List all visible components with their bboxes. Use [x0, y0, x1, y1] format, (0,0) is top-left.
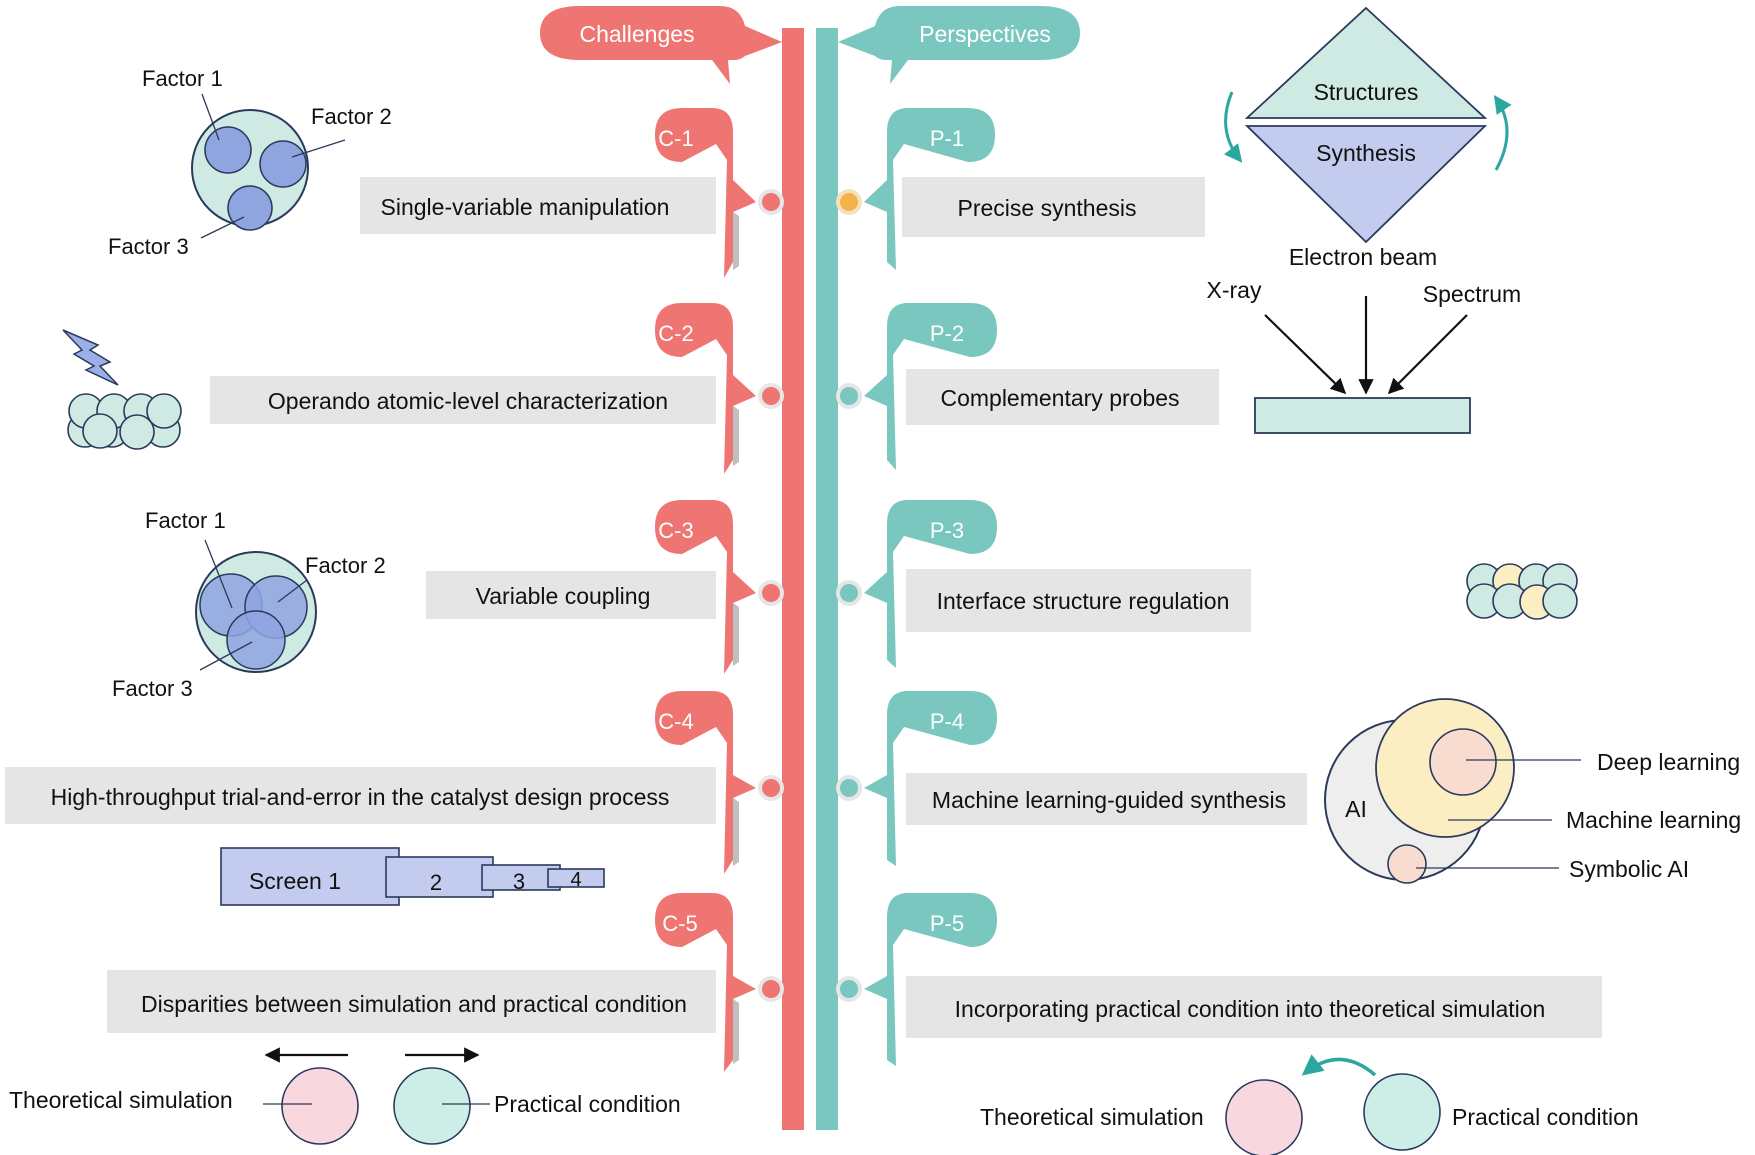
diamond-synthesis-label: Synthesis [1316, 140, 1416, 166]
perspective-code-2: P-2 [930, 321, 964, 346]
left-theory-label: Theoretical simulation [9, 1087, 233, 1113]
perspective-text-1: Precise synthesis [958, 195, 1137, 221]
screens-illustration: Screen 1 2 3 4 [220, 847, 605, 906]
right-practice-label: Practical condition [1452, 1104, 1639, 1130]
challenge-box-4 [5, 767, 716, 824]
left-practice-label: Practical condition [494, 1091, 681, 1117]
perspectives-banner: Perspectives [838, 6, 1080, 84]
cycle-arrow-left-icon [1223, 91, 1243, 163]
probe-electron-label: Electron beam [1289, 244, 1437, 270]
separate-factor2-label: Factor 2 [311, 104, 392, 129]
perspectives-timeline-bar [816, 28, 838, 1130]
coupled-factors-illustration: Factor 1 Factor 2 Factor 3 [112, 508, 386, 701]
perspective-box-1 [902, 177, 1205, 237]
separate-factors-illustration: Factor 1 Factor 2 Factor 3 [108, 66, 392, 259]
ai-nested-circles: AI Deep learning Machine learning Symbol… [1324, 698, 1741, 884]
challenge-code-2: C-2 [658, 321, 693, 346]
perspective-code-1: P-1 [930, 126, 964, 151]
symbolic-ai-label: Symbolic AI [1569, 856, 1689, 882]
challenge-box-5 [107, 970, 716, 1033]
challenge-code-3: C-3 [658, 518, 693, 543]
simulation-converging-illustration: Theoretical simulation Practical conditi… [980, 1054, 1639, 1155]
ai-label: AI [1345, 796, 1367, 822]
perspective-row-5: P-5 Incorporating practical condition in… [836, 893, 1602, 1066]
challenge-box-1 [360, 177, 716, 234]
challenges-banner: Challenges [540, 6, 782, 84]
screen-2-label: 2 [430, 870, 442, 895]
structure-synthesis-diamond: Structures Synthesis [1223, 6, 1512, 244]
perspective-text-4: Machine learning-guided synthesis [932, 787, 1286, 813]
simulation-diverging-illustration: Theoretical simulation Practical conditi… [9, 1047, 681, 1145]
screen-1-label: Screen 1 [249, 868, 341, 894]
perspective-row-3: P-3 Interface structure regulation [836, 500, 1251, 668]
diamond-structures-label: Structures [1314, 79, 1419, 105]
probe-xray-label: X-ray [1207, 277, 1262, 303]
interface-atoms-icon [1466, 563, 1578, 620]
lightning-atoms-illustration [62, 329, 182, 450]
perspective-box-3 [906, 569, 1251, 632]
perspective-code-4: P-4 [930, 709, 964, 734]
challenge-text-5: Disparities between simulation and pract… [141, 991, 687, 1017]
right-theory-label: Theoretical simulation [980, 1104, 1204, 1130]
lightning-bolt-icon [62, 329, 119, 386]
challenge-box-3 [426, 571, 716, 619]
challenge-row-5: C-5 Disparities between simulation and p… [107, 893, 784, 1072]
perspectives-banner-label: Perspectives [919, 21, 1051, 47]
coupled-factor2-label: Factor 2 [305, 553, 386, 578]
separate-factor3-label: Factor 3 [108, 234, 189, 259]
perspective-code-3: P-3 [930, 518, 964, 543]
challenge-box-2 [210, 376, 716, 424]
challenge-row-3: C-3 Variable coupling [426, 500, 784, 674]
perspective-code-5: P-5 [930, 911, 964, 936]
challenge-row-4: C-4 High-throughput trial-and-error in t… [5, 691, 784, 874]
sample-substrate [1254, 397, 1471, 434]
challenge-text-1: Single-variable manipulation [381, 194, 670, 220]
perspective-box-4 [906, 773, 1307, 825]
atom-cluster-icon [67, 393, 182, 450]
challenge-code-1: C-1 [658, 126, 693, 151]
screen-4-label: 4 [570, 869, 581, 891]
screen-3-label: 3 [513, 869, 525, 894]
perspective-box-5 [906, 976, 1602, 1038]
coupled-factor1-label: Factor 1 [145, 508, 226, 533]
challenge-text-3: Variable coupling [476, 583, 651, 609]
complementary-probes-illustration: Electron beam X-ray Spectrum [1207, 244, 1521, 434]
challenge-text-2: Operando atomic-level characterization [268, 388, 668, 414]
deep-learning-label: Deep learning [1597, 749, 1740, 775]
perspective-text-5: Incorporating practical condition into t… [955, 996, 1546, 1022]
challenges-banner-label: Challenges [579, 21, 694, 47]
coupled-factor3-label: Factor 3 [112, 676, 193, 701]
cycle-arrow-right-icon [1493, 95, 1512, 171]
challenge-row-1: C-1 Single-variable manipulation [360, 108, 784, 278]
probe-spectrum-label: Spectrum [1423, 281, 1521, 307]
perspective-text-2: Complementary probes [940, 385, 1179, 411]
machine-learning-label: Machine learning [1566, 807, 1741, 833]
perspective-row-4: P-4 Machine learning-guided synthesis [836, 691, 1307, 866]
challenges-timeline-bar [782, 28, 804, 1130]
challenge-text-4: High-throughput trial-and-error in the c… [51, 784, 670, 810]
perspective-text-3: Interface structure regulation [937, 588, 1230, 614]
challenge-row-2: C-2 Operando atomic-level characterizati… [210, 303, 784, 474]
challenge-code-4: C-4 [658, 709, 693, 734]
separate-factor1-label: Factor 1 [142, 66, 223, 91]
challenge-code-5: C-5 [662, 911, 697, 936]
perspective-row-2: P-2 Complementary probes [836, 303, 1219, 470]
perspective-row-1: P-1 Precise synthesis [836, 108, 1205, 270]
perspective-box-2 [906, 369, 1219, 425]
curved-arrow-icon [1301, 1054, 1377, 1077]
